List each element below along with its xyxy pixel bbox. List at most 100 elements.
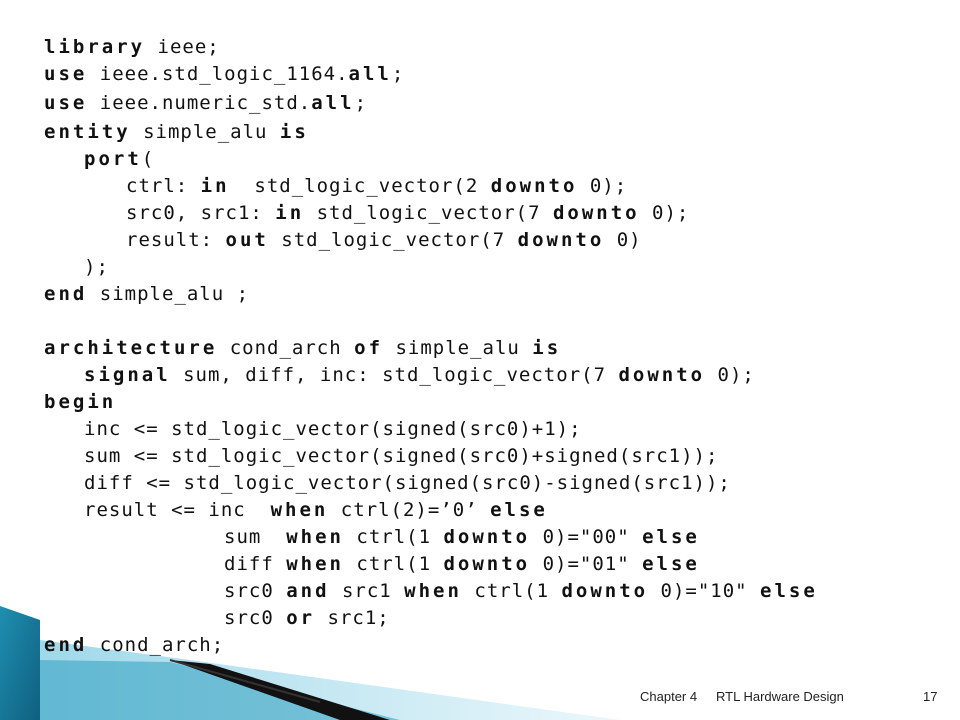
code-text: ctrl(2)=’0’ bbox=[328, 499, 491, 521]
code-keyword: use bbox=[44, 92, 88, 114]
code-text: simple_alu bbox=[383, 337, 533, 359]
code-line: begin bbox=[44, 391, 116, 418]
code-text: ctrl(1 bbox=[461, 580, 562, 602]
code-line: ); bbox=[84, 256, 109, 283]
code-text: ); bbox=[84, 256, 109, 278]
code-keyword: entity bbox=[44, 121, 131, 143]
code-text: src0 bbox=[224, 607, 287, 629]
footer-chapter: Chapter 4 bbox=[640, 689, 698, 704]
code-keyword: is bbox=[532, 337, 562, 359]
code-keyword: else bbox=[490, 499, 548, 521]
code-line: src0 or src1; bbox=[224, 607, 390, 634]
code-text: 0) bbox=[604, 229, 642, 251]
code-text: ctrl(1 bbox=[343, 526, 444, 548]
code-keyword: and bbox=[286, 580, 330, 602]
code-line: ctrl: in std_logic_vector(2 downto 0); bbox=[126, 175, 627, 202]
code-text: 0); bbox=[639, 202, 690, 224]
code-line: diff <= std_logic_vector(signed(src0)-si… bbox=[84, 472, 731, 499]
code-text: std_logic_vector(7 bbox=[304, 202, 553, 224]
code-keyword: when bbox=[270, 499, 329, 521]
code-keyword: library bbox=[44, 36, 146, 58]
code-line: result <= inc when ctrl(2)=’0’ else bbox=[84, 499, 548, 526]
code-text: inc <= std_logic_vector(signed(src0)+1); bbox=[84, 418, 582, 440]
code-text: ctrl(1 bbox=[343, 553, 444, 575]
code-text: ieee.numeric_std. bbox=[87, 92, 312, 114]
code-line: end cond_arch; bbox=[44, 634, 224, 661]
code-line: use ieee.std_logic_1164.all; bbox=[44, 63, 404, 90]
teal-wedge bbox=[0, 606, 40, 720]
code-keyword: in bbox=[275, 202, 305, 224]
code-keyword: signal bbox=[84, 364, 171, 386]
code-line: diff when ctrl(1 downto 0)="01" else bbox=[224, 553, 700, 580]
code-text: simple_alu bbox=[130, 121, 280, 143]
code-text: ctrl: bbox=[126, 175, 201, 197]
code-line: port( bbox=[84, 148, 154, 175]
code-text: src0 bbox=[224, 580, 287, 602]
code-keyword: all bbox=[348, 63, 392, 85]
code-line: src0, src1: in std_logic_vector(7 downto… bbox=[126, 202, 689, 229]
code-keyword: downto bbox=[618, 364, 706, 386]
code-line: signal sum, diff, inc: std_logic_vector(… bbox=[84, 364, 755, 391]
code-text: src0, src1: bbox=[126, 202, 276, 224]
code-text: cond_arch bbox=[217, 337, 355, 359]
code-text: sum, diff, inc: std_logic_vector(7 bbox=[170, 364, 619, 386]
code-text: ieee; bbox=[145, 36, 220, 58]
code-keyword: begin bbox=[44, 391, 117, 413]
code-keyword: out bbox=[225, 229, 269, 251]
code-keyword: architecture bbox=[44, 337, 218, 359]
code-keyword: else bbox=[642, 553, 700, 575]
code-text: 0)="01" bbox=[530, 553, 643, 575]
code-text: ; bbox=[354, 92, 368, 114]
code-line: sum <= std_logic_vector(signed(src0)+sig… bbox=[84, 445, 718, 472]
code-text: simple_alu ; bbox=[87, 283, 250, 305]
code-keyword: of bbox=[354, 337, 384, 359]
code-text: std_logic_vector(7 bbox=[268, 229, 518, 251]
code-keyword: downto bbox=[490, 175, 578, 197]
code-line: result: out std_logic_vector(7 downto 0) bbox=[126, 229, 642, 256]
code-text: sum bbox=[224, 526, 287, 548]
code-keyword: downto bbox=[552, 202, 640, 224]
code-text: result: bbox=[126, 229, 226, 251]
footer-page-number: 17 bbox=[923, 689, 938, 704]
code-keyword: all bbox=[311, 92, 355, 114]
code-line: library ieee; bbox=[44, 36, 220, 63]
code-text: std_logic_vector(2 bbox=[229, 175, 491, 197]
code-keyword: in bbox=[200, 175, 230, 197]
code-line: end simple_alu ; bbox=[44, 283, 249, 310]
code-keyword: is bbox=[279, 121, 309, 143]
code-line: entity simple_alu is bbox=[44, 121, 309, 148]
code-text: src1; bbox=[315, 607, 390, 629]
code-line: src0 and src1 when ctrl(1 downto 0)="10"… bbox=[224, 580, 818, 607]
code-text: 0); bbox=[577, 175, 628, 197]
code-text: diff bbox=[224, 553, 287, 575]
code-text: result <= inc bbox=[84, 499, 271, 521]
code-line: architecture cond_arch of simple_alu is bbox=[44, 337, 561, 364]
code-keyword: end bbox=[44, 283, 88, 305]
code-text: 0)="10" bbox=[648, 580, 761, 602]
code-text: diff <= std_logic_vector(signed(src0)-si… bbox=[84, 472, 731, 494]
code-text: ( bbox=[141, 148, 155, 170]
code-line: inc <= std_logic_vector(signed(src0)+1); bbox=[84, 418, 582, 445]
code-text: ieee.std_logic_1164. bbox=[87, 63, 349, 85]
code-keyword: port bbox=[84, 148, 142, 170]
code-keyword: else bbox=[642, 526, 700, 548]
code-line: sum when ctrl(1 downto 0)="00" else bbox=[224, 526, 700, 553]
code-text: 0)="00" bbox=[530, 526, 643, 548]
code-keyword: downto bbox=[561, 580, 649, 602]
code-keyword: when bbox=[286, 526, 344, 548]
code-text: cond_arch; bbox=[87, 634, 225, 656]
code-text: sum <= std_logic_vector(signed(src0)+sig… bbox=[84, 445, 719, 467]
code-keyword: downto bbox=[517, 229, 605, 251]
code-keyword: when bbox=[286, 553, 344, 575]
code-line: use ieee.numeric_std.all; bbox=[44, 92, 367, 119]
code-keyword: use bbox=[44, 63, 88, 85]
code-keyword: else bbox=[760, 580, 818, 602]
code-keyword: end bbox=[44, 634, 88, 656]
footer-title: RTL Hardware Design bbox=[716, 689, 844, 704]
code-keyword: or bbox=[286, 607, 316, 629]
code-keyword: downto bbox=[443, 553, 531, 575]
code-text: src1 bbox=[329, 580, 405, 602]
code-text: ; bbox=[391, 63, 405, 85]
code-keyword: when bbox=[404, 580, 462, 602]
